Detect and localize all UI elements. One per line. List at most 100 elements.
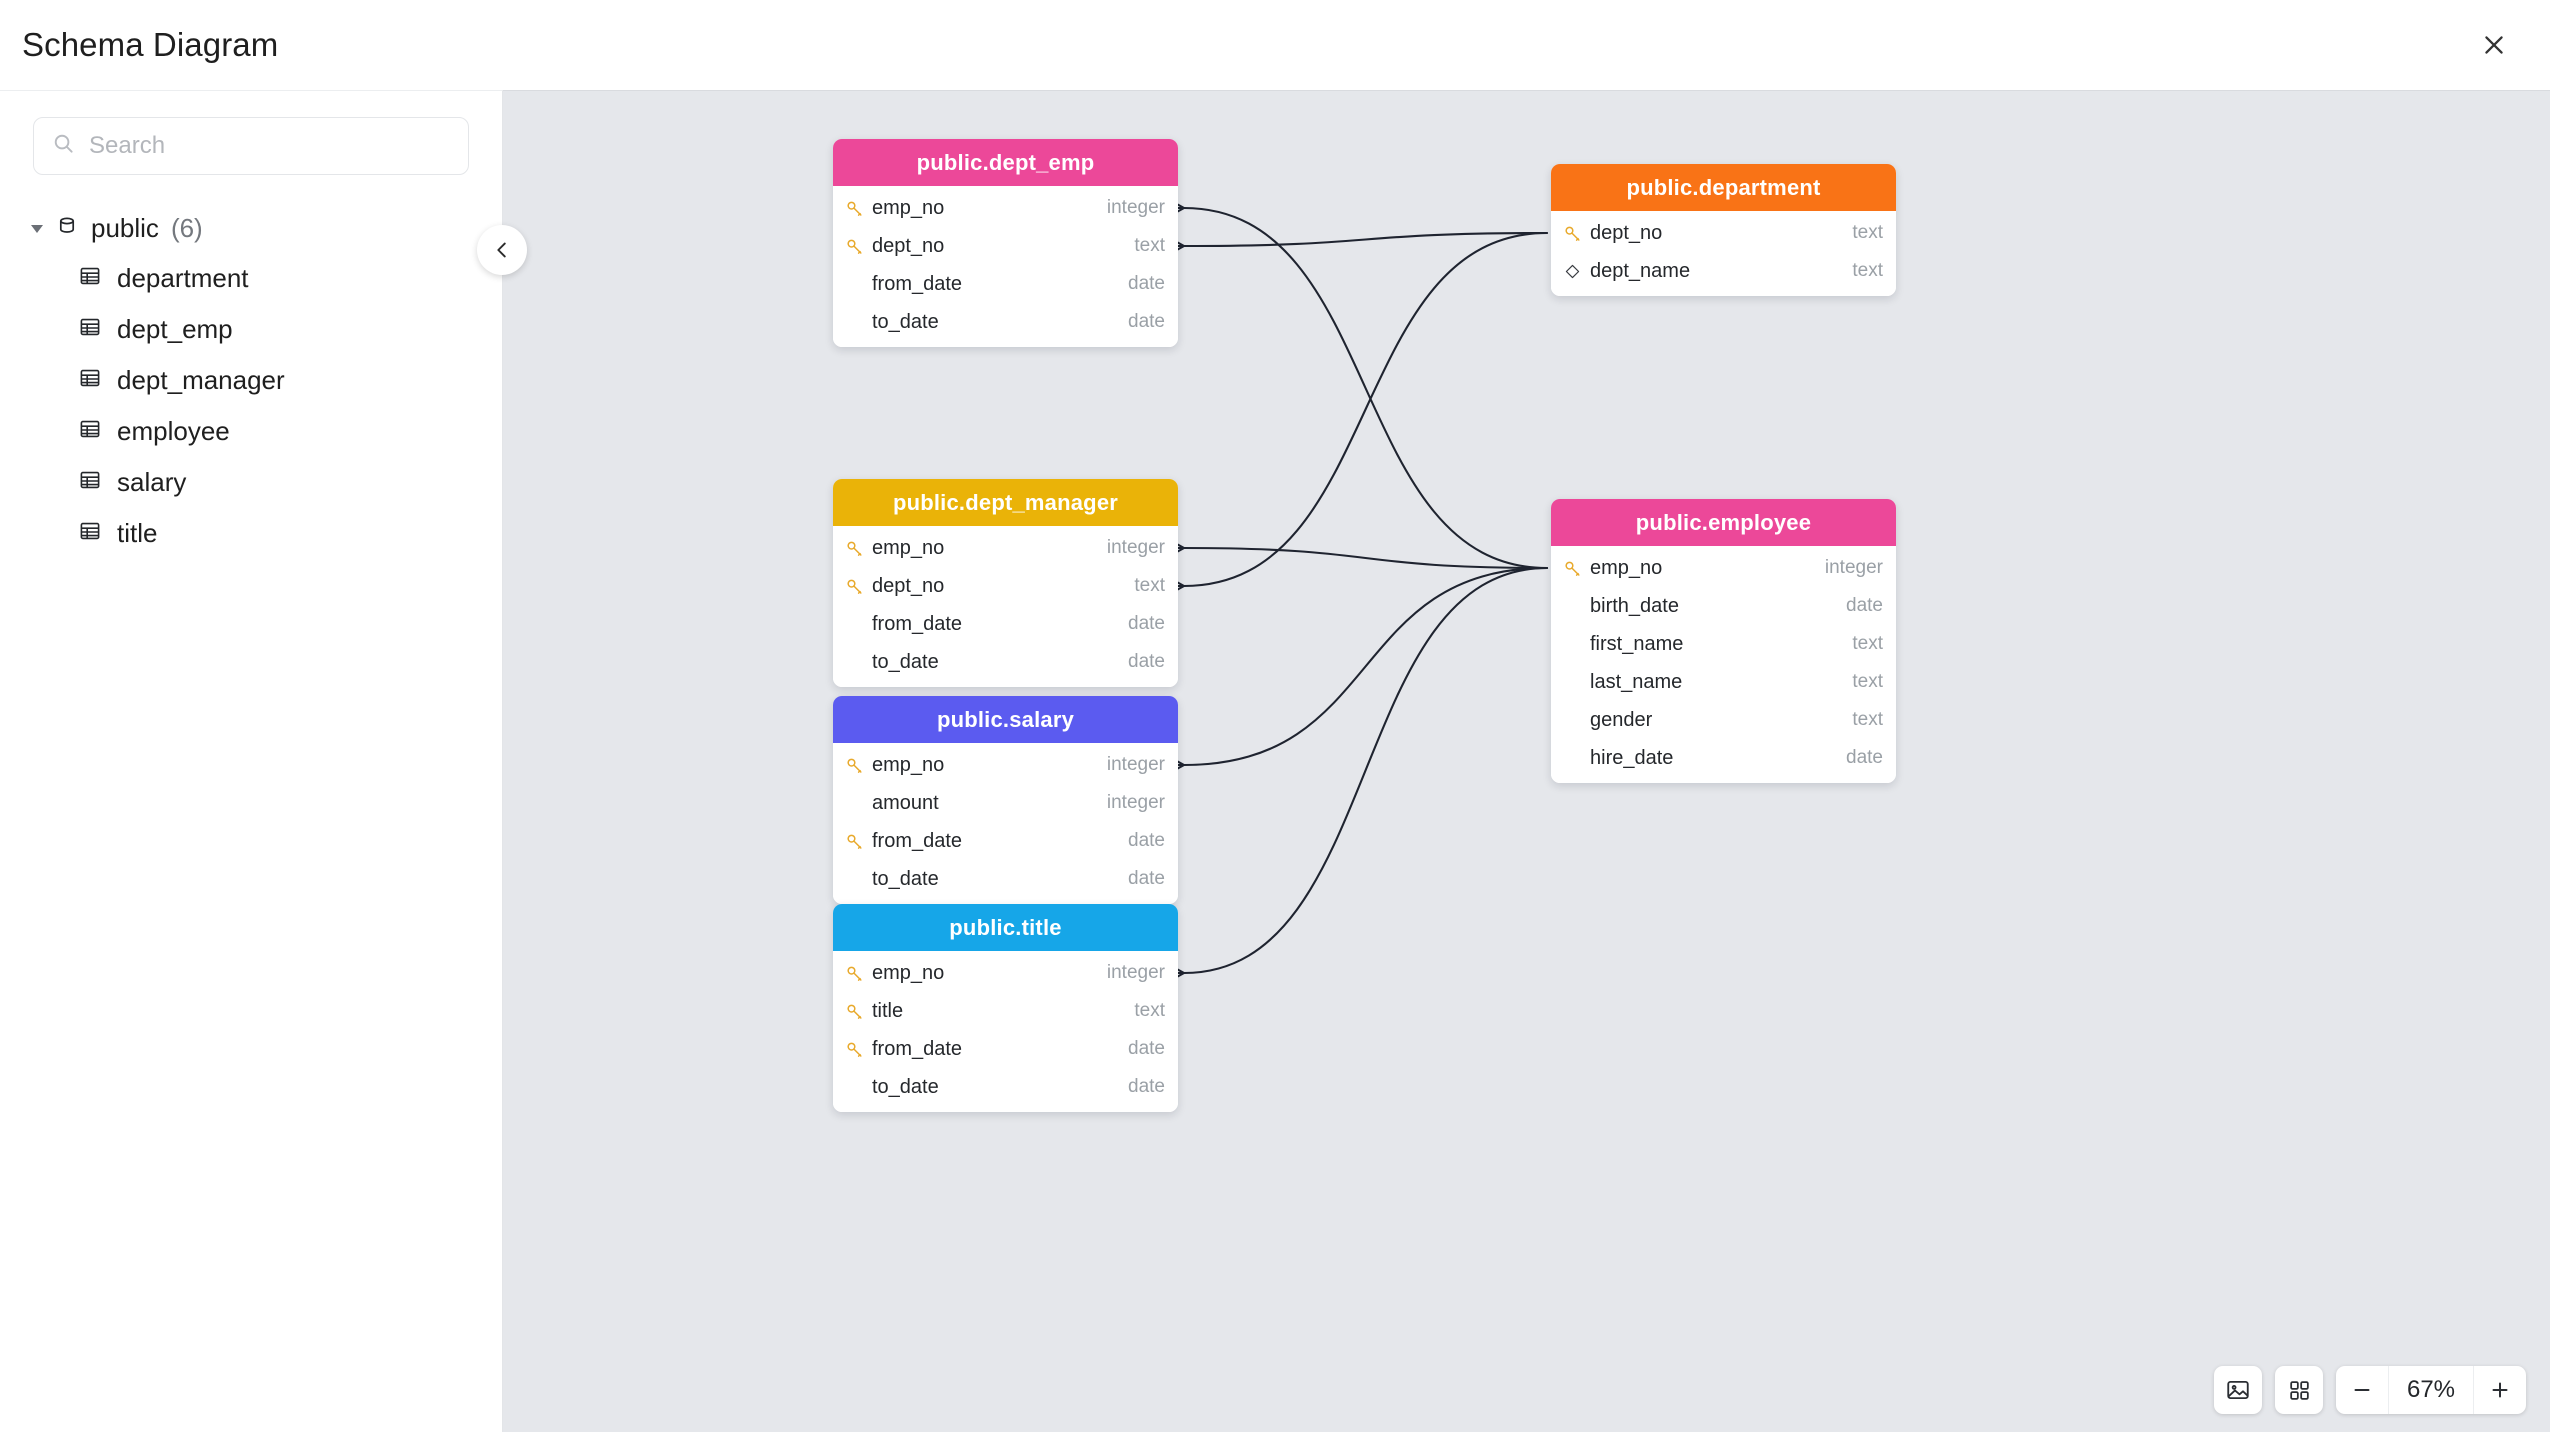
column-name: gender — [1590, 708, 1653, 731]
sidebar-item-dept_emp[interactable]: dept_emp — [0, 304, 502, 355]
table-row[interactable]: from_date date — [833, 822, 1178, 860]
table-row[interactable]: from_date date — [833, 1030, 1178, 1068]
table-node-employee[interactable]: public.employee emp_no integer birth_dat… — [1551, 499, 1896, 783]
table-node-header: public.employee — [1551, 499, 1896, 546]
table-node-columns: emp_no integer birth_date date first_nam… — [1551, 546, 1896, 783]
minus-icon[interactable] — [2336, 1366, 2388, 1414]
table-node-header: public.department — [1551, 164, 1896, 211]
column-type: text — [1852, 633, 1883, 654]
table-row[interactable]: last_name text — [1551, 663, 1896, 701]
table-row[interactable]: hire_date date — [1551, 739, 1896, 777]
table-node-title: public.dept_manager — [892, 489, 1119, 515]
key-icon — [844, 539, 864, 558]
column-name: birth_date — [1590, 594, 1679, 617]
table-node-dept_manager[interactable]: public.dept_manager emp_no integer dept_… — [833, 479, 1178, 687]
table-row[interactable]: birth_date date — [1551, 587, 1896, 625]
table-row[interactable]: gender text — [1551, 701, 1896, 739]
table-row[interactable]: title text — [833, 992, 1178, 1030]
sidebar-item-label: title — [117, 518, 158, 548]
search-input[interactable] — [89, 132, 450, 160]
table-row[interactable]: to_date date — [833, 860, 1178, 898]
sidebar-item-title[interactable]: title — [0, 508, 502, 559]
column-type: text — [1134, 575, 1165, 596]
column-type: integer — [1824, 557, 1883, 578]
table-row[interactable]: amount integer — [833, 784, 1178, 822]
sidebar-item-label: dept_emp — [117, 314, 233, 344]
table-row[interactable]: dept_name text — [1551, 252, 1896, 290]
column-name: emp_no — [872, 961, 945, 984]
table-row[interactable]: to_date date — [833, 1068, 1178, 1106]
table-node-dept_emp[interactable]: public.dept_emp emp_no integer dept_no t… — [833, 139, 1178, 347]
table-node-header: public.dept_manager — [833, 479, 1178, 526]
column-type: text — [1134, 1000, 1165, 1021]
schema-name: public — [91, 213, 159, 243]
column-type: date — [1128, 311, 1165, 332]
column-type: integer — [1106, 537, 1165, 558]
table-icon — [78, 315, 102, 344]
table-row[interactable]: to_date date — [833, 643, 1178, 681]
sidebar-item-employee[interactable]: employee — [0, 406, 502, 457]
relationship-edges — [1160, 195, 1549, 986]
column-name: from_date — [872, 272, 963, 295]
column-type: text — [1852, 709, 1883, 730]
search-wrap — [0, 117, 502, 175]
table-icon — [78, 264, 102, 293]
sidebar-item-label: employee — [117, 416, 230, 446]
column-type: text — [1852, 260, 1883, 281]
column-name: to_date — [872, 310, 939, 333]
key-icon — [844, 1040, 864, 1059]
table-node-header: public.title — [833, 904, 1178, 951]
grid-icon[interactable] — [2275, 1366, 2323, 1414]
close-icon[interactable] — [2472, 23, 2516, 67]
key-icon — [844, 199, 864, 218]
key-icon — [844, 756, 864, 775]
sidebar: public (6) department dept_emp — [0, 90, 527, 1432]
column-name: to_date — [872, 1075, 939, 1098]
table-row[interactable]: first_name text — [1551, 625, 1896, 663]
body: public (6) department dept_emp — [0, 90, 2550, 1432]
table-row[interactable]: emp_no integer — [833, 954, 1178, 992]
table-icon — [78, 417, 102, 446]
table-row[interactable]: to_date date — [833, 303, 1178, 341]
plus-icon[interactable] — [2474, 1366, 2526, 1414]
table-icon — [78, 366, 102, 395]
table-node-title[interactable]: public.title emp_no integer title text — [833, 904, 1178, 1112]
table-node-columns: emp_no integer dept_no text from_date da… — [833, 526, 1178, 687]
table-row[interactable]: dept_no text — [833, 227, 1178, 265]
table-row[interactable]: emp_no integer — [833, 746, 1178, 784]
table-row[interactable]: dept_no text — [833, 567, 1178, 605]
table-row[interactable]: dept_no text — [1551, 214, 1896, 252]
table-row[interactable]: from_date date — [833, 605, 1178, 643]
column-name: from_date — [872, 829, 963, 852]
table-icon — [78, 468, 102, 497]
column-name: to_date — [872, 650, 939, 673]
column-name: emp_no — [872, 196, 945, 219]
column-name: dept_no — [1590, 221, 1663, 244]
column-type: text — [1134, 235, 1165, 256]
table-row[interactable]: emp_no integer — [833, 529, 1178, 567]
chevron-down-icon[interactable] — [31, 224, 43, 233]
image-icon[interactable] — [2214, 1366, 2262, 1414]
table-row[interactable]: from_date date — [833, 265, 1178, 303]
column-type: integer — [1106, 962, 1165, 983]
table-row[interactable]: emp_no integer — [1551, 549, 1896, 587]
table-row[interactable]: emp_no integer — [833, 189, 1178, 227]
table-node-department[interactable]: public.department dept_no text dept_name… — [1551, 164, 1896, 296]
table-node-salary[interactable]: public.salary emp_no integer amount inte… — [833, 696, 1178, 904]
column-type: date — [1128, 651, 1165, 672]
sidebar-item-dept_manager[interactable]: dept_manager — [0, 355, 502, 406]
sidebar-item-department[interactable]: department — [0, 253, 502, 304]
column-name: dept_no — [872, 574, 945, 597]
column-name: emp_no — [872, 753, 945, 776]
table-node-title: public.salary — [936, 706, 1075, 732]
column-name: amount — [872, 791, 939, 814]
diagram-canvas[interactable]: public.dept_emp emp_no integer dept_no t… — [503, 90, 2550, 1432]
column-name: to_date — [872, 867, 939, 890]
zoom-level[interactable]: 67% — [2388, 1366, 2474, 1414]
sidebar-item-salary[interactable]: salary — [0, 457, 502, 508]
column-name: dept_name — [1590, 259, 1691, 282]
search-box[interactable] — [33, 117, 469, 175]
sidebar-collapse-button[interactable] — [477, 225, 527, 275]
key-icon — [1562, 559, 1582, 578]
tree-schema-public[interactable]: public (6) — [0, 204, 502, 253]
